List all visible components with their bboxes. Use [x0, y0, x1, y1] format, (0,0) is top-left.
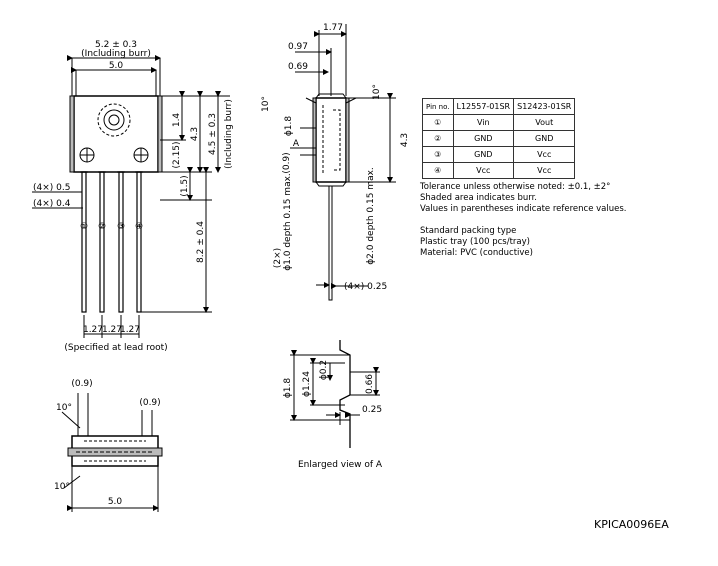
- note-packing-title: Standard packing type: [420, 226, 517, 236]
- enlarged-dia-1-24-label: ϕ1.24: [302, 371, 312, 397]
- table-cell: Vcc: [513, 162, 576, 179]
- side-angle-left-label: 10°: [261, 96, 271, 112]
- bottom-angle-a-label: 10°: [56, 403, 72, 413]
- bottom-dim-0-9b-label: (0.9): [139, 398, 160, 408]
- enlarged-dim-0-25-label: 0.25: [362, 405, 382, 415]
- pin-table-header-cell: L12557-01SR: [452, 98, 515, 115]
- bottom-width-label: 5.0: [108, 497, 123, 507]
- leads: [80, 171, 143, 313]
- side-dim-4-3-label: 4.3: [400, 133, 410, 147]
- enlarged-view-caption: Enlarged view of A: [298, 460, 383, 470]
- front-width-label: 5.0: [109, 61, 124, 71]
- table-row: ④ Vcc Vcc: [422, 162, 576, 179]
- dim-0-97-label: 0.97: [288, 42, 308, 52]
- lead-thickness-label: (4×) 0.25: [344, 282, 387, 292]
- note-shaded: Shaded area indicates burr.: [420, 193, 537, 203]
- dim-1-5-label: (1.5): [180, 175, 190, 196]
- lead-width-2-label: (4×) 0.4: [33, 199, 71, 209]
- pin-table-header: Pin no. L12557-01SR S12423-01SR: [422, 98, 576, 115]
- depth-2-0-label: ϕ2.0 depth 0.15 max.: [366, 167, 376, 265]
- note-packing-tray: Plastic tray (100 pcs/tray): [420, 237, 530, 247]
- table-cell: Vin: [452, 114, 515, 131]
- pitch-3-label: 1.27: [120, 325, 140, 335]
- pin-table-header-cell: Pin no.: [422, 98, 454, 115]
- table-cell: ③: [422, 146, 454, 163]
- enlarged-view-a: [290, 340, 380, 448]
- drawing-code: KPICA0096EA: [594, 518, 669, 531]
- notes-block: Tolerance unless otherwise noted: ±0.1, …: [420, 182, 710, 259]
- pin-1-label: ①: [80, 222, 88, 232]
- dim-1-77-label: 1.77: [323, 23, 343, 33]
- enlarged-dia-0-2-label: ϕ0.2: [319, 360, 329, 380]
- table-cell: Vcc: [452, 162, 515, 179]
- table-cell: Vout: [513, 114, 576, 131]
- lead-length-label: 8.2 ± 0.4: [196, 221, 206, 263]
- table-cell: ①: [422, 114, 454, 131]
- table-cell: GND: [513, 130, 576, 147]
- pin-2-label: ②: [98, 222, 106, 232]
- depth-1-0-label: ϕ1.0 depth 0.15 max.: [283, 173, 293, 271]
- note-material: Material: PVC (conductive): [420, 248, 533, 258]
- enlarged-dia-1-8-label: ϕ1.8: [283, 378, 293, 399]
- bottom-view: [61, 393, 163, 512]
- table-row: ③ GND Vcc: [422, 146, 576, 163]
- note-tolerance: Tolerance unless otherwise noted: ±0.1, …: [420, 182, 611, 192]
- pin-table-header-cell: S12423-01SR: [513, 98, 576, 115]
- depth-1-0-count-label: (2×): [273, 248, 283, 268]
- side-view: [290, 24, 396, 301]
- including-burr-vertical-label: (Including burr): [224, 99, 234, 169]
- dim-0-69-label: 0.69: [288, 62, 308, 72]
- note-parentheses: Values in parentheses indicate reference…: [420, 204, 627, 214]
- side-angle-right-label: 10°: [372, 84, 382, 100]
- table-row: ① Vin Vout: [422, 114, 576, 131]
- table-cell: GND: [452, 146, 515, 163]
- bottom-dim-0-9a-label: (0.9): [71, 379, 92, 389]
- detail-a-label: A: [293, 139, 300, 149]
- table-cell: Vcc: [513, 146, 576, 163]
- table-cell: ④: [422, 162, 454, 179]
- lead-width-1-label: (4×) 0.5: [33, 183, 70, 193]
- pitch-1-label: 1.27: [83, 325, 103, 335]
- table-cell: ②: [422, 130, 454, 147]
- table-cell: GND: [452, 130, 515, 147]
- dim-1-4-label: 1.4: [172, 113, 182, 128]
- dim-4-3-label: 4.3: [190, 127, 200, 141]
- front-view: [32, 55, 230, 338]
- pin-table: Pin no. L12557-01SR S12423-01SR ① Vin Vo…: [422, 98, 576, 179]
- side-dim-0-9-label: (0.9): [282, 152, 292, 173]
- dim-2-15-label: (2.15): [172, 141, 182, 168]
- enlarged-dim-0-66-label: 0.66: [365, 374, 375, 394]
- bottom-angle-b-label: 10°: [54, 482, 70, 492]
- pin-4-label: ④: [135, 222, 143, 232]
- pin-3-label: ③: [117, 222, 125, 232]
- table-row: ② GND GND: [422, 130, 576, 147]
- lead-root-label: (Specified at lead root): [64, 343, 167, 353]
- side-dia-1-8-label: ϕ1.8: [284, 116, 294, 137]
- pitch-2-label: 1.27: [102, 325, 122, 335]
- front-width-burr-label: 5.2 ± 0.3: [95, 40, 137, 50]
- dim-4-5-label: 4.5 ± 0.3: [208, 113, 218, 155]
- front-including-burr-label: (Including burr): [81, 49, 151, 59]
